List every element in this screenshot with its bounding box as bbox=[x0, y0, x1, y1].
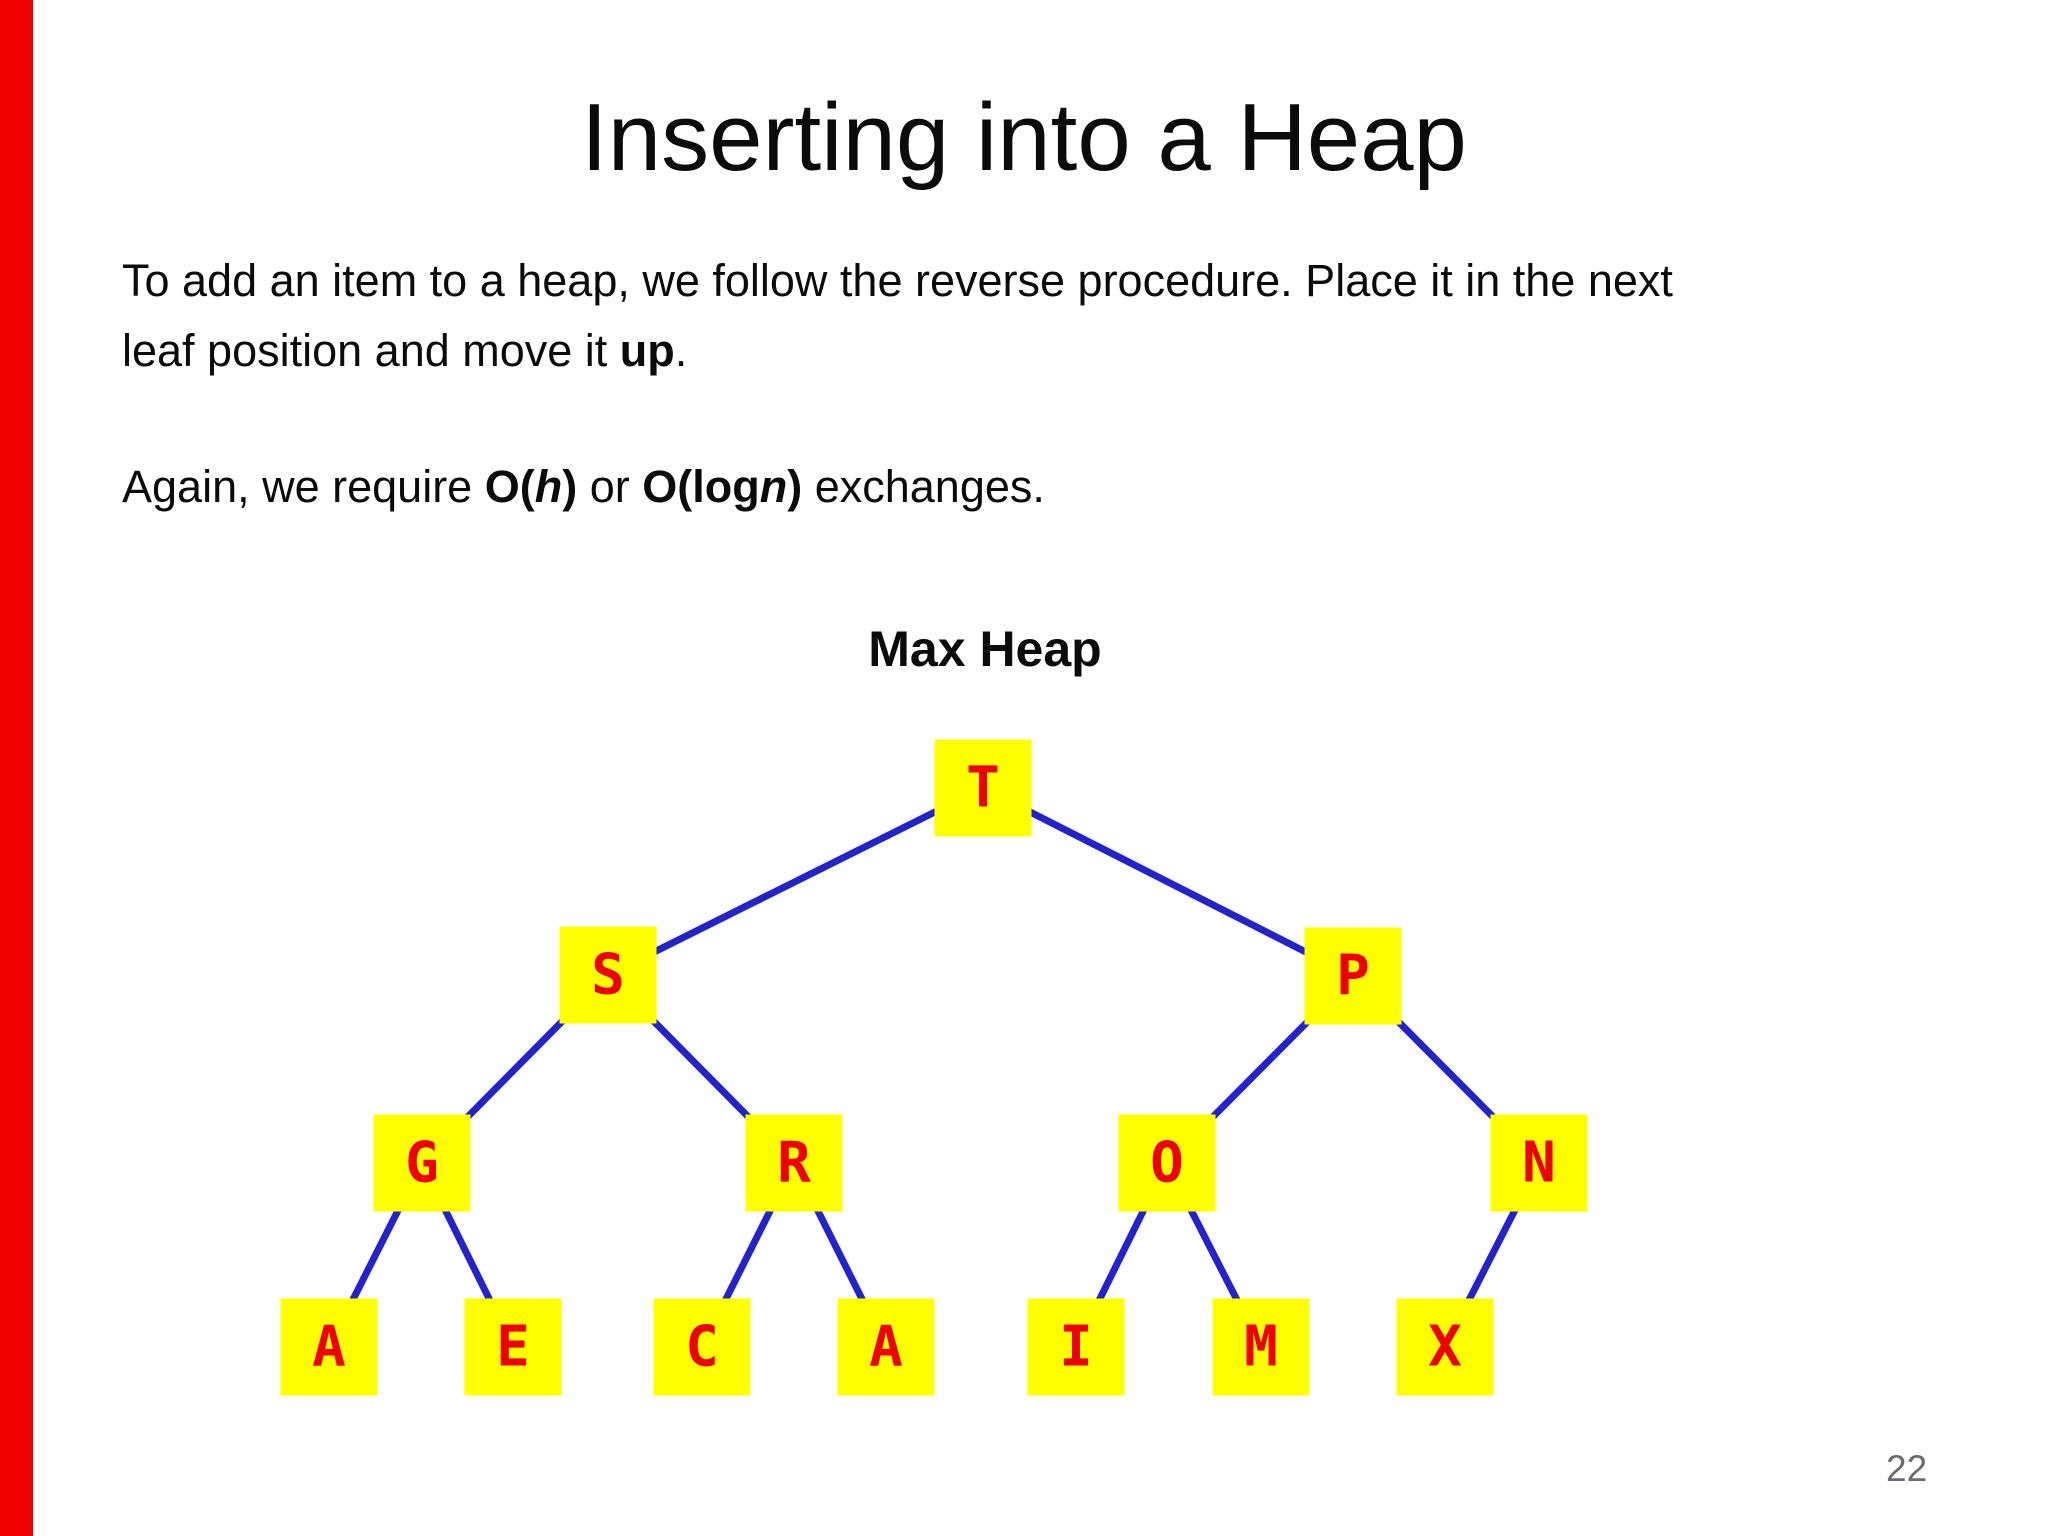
tree-node-R: R bbox=[745, 1114, 843, 1212]
text-run: n bbox=[759, 461, 788, 512]
tree-node-label: G bbox=[405, 1130, 439, 1195]
slide-title: Inserting into a Heap bbox=[581, 84, 1467, 191]
tree-node-label: I bbox=[1059, 1314, 1093, 1379]
tree-node-C: C bbox=[653, 1298, 751, 1396]
tree-node-label: A bbox=[312, 1314, 346, 1379]
tree-node-label: P bbox=[1336, 943, 1370, 1008]
tree-node-T: T bbox=[934, 739, 1032, 837]
tree-node-label: N bbox=[1522, 1130, 1556, 1195]
tree-node-label: C bbox=[685, 1314, 719, 1379]
text-run: . bbox=[674, 325, 688, 376]
text-run: leaf position and move it bbox=[122, 325, 620, 376]
tree-node-E: E bbox=[464, 1298, 562, 1396]
tree-node-I: I bbox=[1027, 1298, 1125, 1396]
tree-node-M: M bbox=[1212, 1298, 1310, 1396]
text-run: Again, we require bbox=[122, 461, 485, 512]
text-run: O( bbox=[484, 461, 535, 512]
body-paragraph-1: To add an item to a heap, we follow the … bbox=[122, 246, 1932, 386]
tree-node-P: P bbox=[1304, 927, 1402, 1025]
tree-node-label: T bbox=[966, 755, 1000, 820]
tree-node-label: E bbox=[496, 1314, 530, 1379]
tree-node-label: R bbox=[777, 1130, 811, 1195]
diagram-caption: Max Heap bbox=[868, 621, 1102, 677]
tree-edge-T-S bbox=[606, 784, 985, 979]
text-run: To add an item to a heap, we follow the … bbox=[122, 255, 1673, 306]
tree-node-label: A bbox=[869, 1314, 903, 1379]
tree-node-S: S bbox=[559, 926, 657, 1024]
tree-node-N: N bbox=[1490, 1114, 1588, 1212]
text-run: h bbox=[534, 461, 563, 512]
tree-node-G: G bbox=[373, 1114, 471, 1212]
tree-edge-T-P bbox=[981, 784, 1355, 980]
text-run: up bbox=[619, 325, 675, 376]
page-number: 22 bbox=[1886, 1448, 1928, 1489]
tree-node-A1: A bbox=[280, 1298, 378, 1396]
tree-node-label: O bbox=[1150, 1130, 1184, 1195]
tree-node-A2: A bbox=[837, 1298, 935, 1396]
body-paragraph-2: Again, we require O(h) or O(logn) exchan… bbox=[122, 452, 1932, 522]
tree-node-X: X bbox=[1396, 1298, 1494, 1396]
tree-node-label: S bbox=[591, 942, 625, 1007]
text-run: or bbox=[577, 461, 643, 512]
tree-node-label: X bbox=[1428, 1314, 1462, 1379]
text-run: ) bbox=[562, 461, 578, 512]
left-accent-strip bbox=[0, 0, 33, 1536]
text-run: O(log bbox=[642, 461, 760, 512]
tree-node-O: O bbox=[1118, 1114, 1216, 1212]
text-run: exchanges. bbox=[802, 461, 1045, 512]
text-run: ) bbox=[787, 461, 803, 512]
tree-node-label: M bbox=[1244, 1314, 1278, 1379]
